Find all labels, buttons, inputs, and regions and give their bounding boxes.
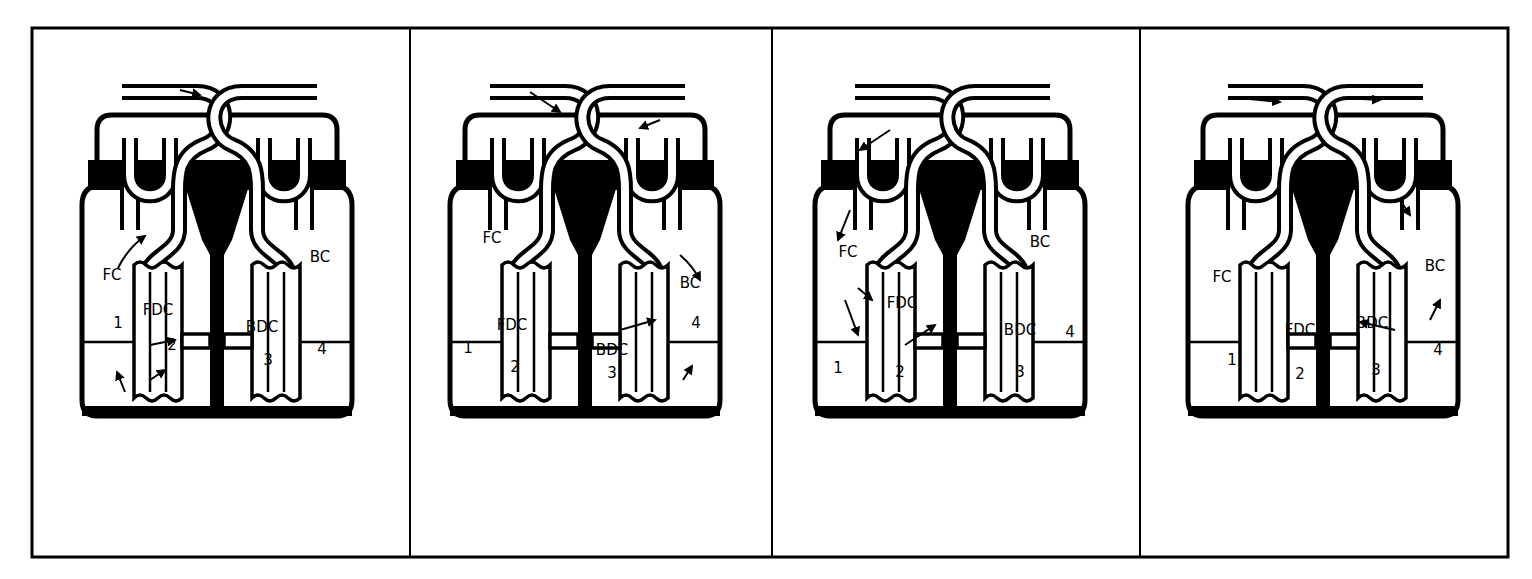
- callout-number: 4: [691, 316, 701, 331]
- callout-number: 3: [1015, 365, 1025, 380]
- chamber-label: FC: [1212, 270, 1231, 285]
- callout-number: 2: [1295, 367, 1305, 382]
- callout-number: 1: [463, 341, 473, 356]
- chamber-label: BC: [680, 276, 701, 291]
- chamber-label: FC: [102, 268, 121, 283]
- callout-number: 2: [895, 365, 905, 380]
- pump-unit: [815, 92, 1085, 416]
- chamber-label: BC: [1425, 259, 1446, 274]
- callout-number: 1: [833, 361, 843, 376]
- callout-number: 4: [1065, 325, 1075, 340]
- frame: [32, 28, 1508, 557]
- pump-unit: [82, 92, 352, 416]
- callout-number: 1: [1227, 353, 1237, 368]
- callout-number: 1: [113, 316, 123, 331]
- chamber-label: BDC: [246, 320, 278, 335]
- pump-unit: [1188, 92, 1458, 416]
- chamber-label: BDC: [1004, 323, 1036, 338]
- pump-unit: [450, 92, 720, 416]
- callout-number: 2: [510, 360, 520, 375]
- callout-number: 4: [1433, 343, 1443, 358]
- chamber-label: FC: [482, 231, 501, 246]
- callout-number: 3: [1371, 363, 1381, 378]
- chamber-label: FC: [838, 245, 857, 260]
- callout-number: 3: [607, 366, 617, 381]
- chamber-label: BDC: [596, 343, 628, 358]
- chamber-label: BDC: [1356, 316, 1388, 331]
- callout-number: 4: [317, 342, 327, 357]
- panel-divider: [410, 28, 1140, 557]
- chamber-label: BC: [310, 250, 331, 265]
- chamber-label: BC: [1030, 235, 1051, 250]
- callout-number: 2: [167, 338, 177, 353]
- chamber-label: FDC: [1285, 323, 1316, 338]
- chamber-label: FDC: [887, 296, 918, 311]
- callout-number: 3: [263, 353, 273, 368]
- chamber-label: FDC: [497, 318, 528, 333]
- chamber-label: FDC: [143, 303, 174, 318]
- flow-arrows: [117, 90, 1440, 392]
